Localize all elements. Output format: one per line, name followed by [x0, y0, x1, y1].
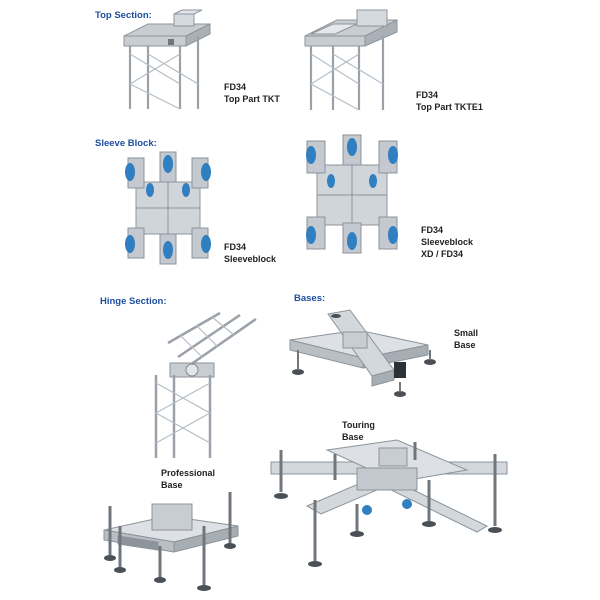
caption-line: Sleeveblock [224, 254, 277, 264]
caption-professional-base: Professional Base [161, 467, 215, 491]
caption-line: Sleeveblock [421, 237, 474, 247]
sleeveblock-image [125, 151, 211, 265]
top-part-tkt-image [123, 9, 211, 110]
hinge-section-image [154, 311, 257, 458]
caption-line: FD34 [416, 90, 439, 100]
caption-line: Base [342, 432, 364, 442]
caption-line: Small [454, 328, 479, 338]
caption-line: FD34 [224, 82, 247, 92]
heading-hinge-section: Hinge Section: [100, 296, 167, 307]
caption-line: Base [454, 340, 476, 350]
caption-line: Top Part TKT [224, 94, 280, 104]
caption-sleeveblock-xd: FD34 Sleeveblock XD / FD34 [421, 224, 473, 260]
heading-sleeve-block: Sleeve Block: [95, 138, 157, 149]
caption-line: Touring [342, 420, 375, 430]
top-part-tkte1-image [304, 9, 398, 111]
heading-bases: Bases: [294, 293, 326, 304]
caption-line: FD34 [421, 225, 444, 235]
caption-line: Top Part TKTE1 [416, 102, 483, 112]
professional-base-image [103, 492, 239, 591]
caption-top-part-tkte1: FD34 Top Part TKTE1 [416, 89, 483, 113]
caption-line: Base [161, 480, 183, 490]
caption-small-base: Small Base [454, 327, 478, 351]
small-base-image [289, 309, 436, 397]
touring-base-image [270, 439, 508, 567]
caption-line: FD34 [224, 242, 247, 252]
heading-top-section: Top Section: [95, 10, 152, 21]
sleeveblock-xd-image [306, 134, 398, 254]
caption-sleeveblock: FD34 Sleeveblock [224, 241, 276, 265]
caption-line: XD / FD34 [421, 249, 464, 259]
caption-touring-base: Touring Base [342, 419, 375, 443]
caption-top-part-tkt: FD34 Top Part TKT [224, 81, 280, 105]
caption-line: Professional [161, 468, 216, 478]
